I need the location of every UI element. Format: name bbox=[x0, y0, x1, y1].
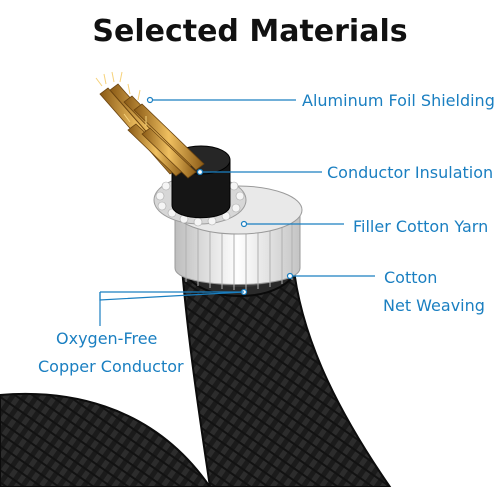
label-oxygen-free: Oxygen-Free bbox=[56, 329, 158, 348]
braided-jacket bbox=[180, 260, 392, 487]
label-copper-conductor: Copper Conductor bbox=[38, 357, 184, 376]
label-net-weaving: Net Weaving bbox=[383, 296, 485, 315]
label-cotton: Cotton bbox=[384, 268, 438, 287]
label-conductor-insulation: Conductor Insulation bbox=[327, 163, 494, 182]
leader-lines bbox=[99, 99, 375, 301]
page-title: Selected Materials bbox=[92, 14, 408, 49]
copper-conductors bbox=[95, 71, 205, 179]
label-aluminum-foil: Aluminum Foil Shielding bbox=[302, 91, 495, 110]
braided-jacket-tail bbox=[0, 392, 212, 487]
label-filler-cotton: Filler Cotton Yarn bbox=[353, 217, 489, 236]
